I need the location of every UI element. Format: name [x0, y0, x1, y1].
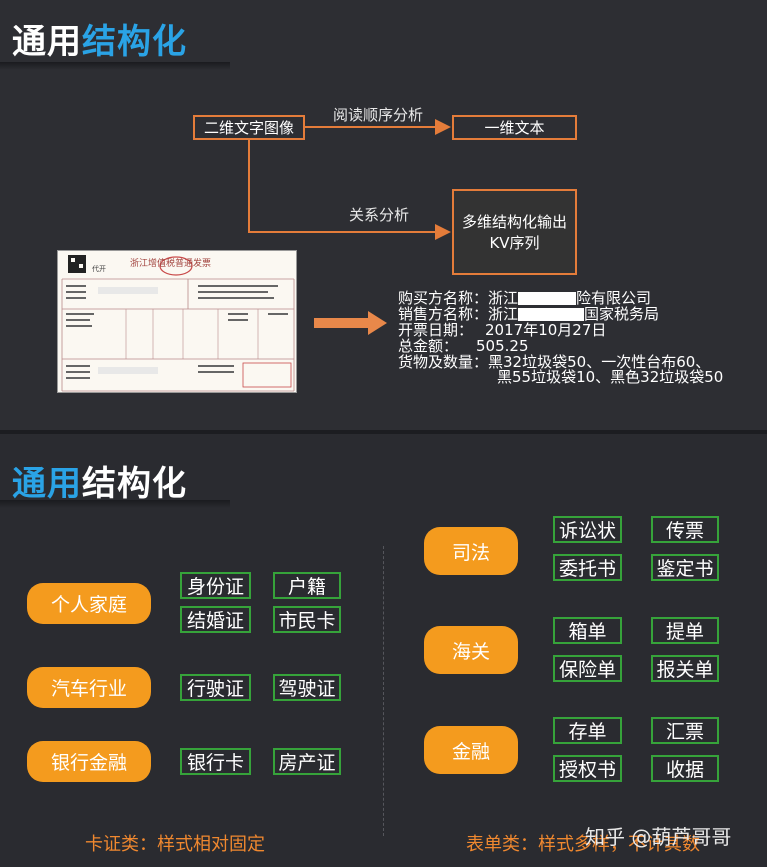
doc-tag: 鉴定书 [651, 554, 719, 581]
doc-tag: 提单 [651, 617, 719, 644]
kv-line: 货物及数量：黑32垃圾袋50、一次性台布60、 [398, 353, 711, 371]
doc-tag: 驾驶证 [273, 674, 341, 701]
invoice-header: 浙江增值税普通发票 [130, 259, 212, 269]
footer-left: 卡证类：样式相对固定 [85, 834, 265, 855]
doc-tag: 箱单 [553, 617, 622, 644]
category-pill: 金融 [424, 726, 518, 774]
redaction [518, 292, 577, 305]
category-pill: 海关 [424, 626, 518, 674]
invoice-image: 浙江增值税普通发票 代开 [57, 250, 297, 393]
category-pill: 汽车行业 [27, 667, 151, 708]
doc-tag: 结婚证 [180, 606, 251, 633]
title-part-blue: 通用 [12, 464, 82, 504]
redaction [518, 308, 585, 321]
column-divider [383, 546, 384, 836]
category-pill: 司法 [424, 527, 518, 575]
arrow-invoice-to-kv [314, 311, 387, 335]
doc-tag: 收据 [651, 755, 719, 782]
invoice-drawing [61, 255, 295, 392]
target-kv-line1: 多维结构化输出 [461, 213, 567, 231]
doc-tag: 市民卡 [273, 606, 341, 633]
slide1-title: 通用结构化 [12, 14, 187, 63]
kv-line: 购买方名称：浙江险有限公司 [398, 289, 652, 307]
target-kv-line2: KV序列 [489, 234, 540, 252]
doc-tag: 房产证 [273, 748, 341, 775]
target-kv-box: 多维结构化输出 KV序列 [452, 189, 577, 275]
title-part-white: 通用 [12, 22, 82, 62]
doc-tag: 诉讼状 [553, 516, 622, 543]
doc-tag: 报关单 [651, 655, 719, 682]
source-box-label: 二维文字图像 [203, 119, 294, 137]
doc-tag: 委托书 [553, 554, 622, 581]
footer-right: 表单类：样式多样，不计其数 [466, 834, 700, 855]
edge-label-reading: 阅读顺序分析 [333, 106, 424, 124]
doc-tag: 保险单 [553, 655, 622, 682]
invoice-copy-label: 代开 [92, 265, 106, 273]
slide2-title: 通用结构化 [12, 456, 187, 505]
kv-line: 总金额：505.25 [398, 337, 529, 355]
doc-tag: 汇票 [651, 717, 719, 744]
flow-arrows [248, 119, 451, 335]
category-pill: 个人家庭 [27, 583, 151, 624]
doc-tag: 身份证 [180, 572, 251, 599]
doc-tag: 银行卡 [180, 748, 251, 775]
title-shadow [0, 62, 230, 70]
title-shadow [0, 500, 230, 508]
edge-label-relation: 关系分析 [349, 206, 410, 224]
kv-line: 黑55垃圾袋10、黑色32垃圾袋50 [497, 368, 724, 386]
slide-divider [0, 430, 767, 434]
kv-line: 销售方名称：浙江国家税务局 [398, 305, 660, 323]
doc-tag: 传票 [651, 516, 719, 543]
target-1d-label: 一维文本 [484, 119, 545, 137]
doc-tag: 存单 [553, 717, 622, 744]
category-pill: 银行金融 [27, 741, 151, 782]
kv-line: 开票日期：2017年10月27日 [398, 321, 607, 339]
title-part-white: 结构化 [82, 464, 187, 504]
doc-tag: 户籍 [273, 572, 341, 599]
doc-tag: 行驶证 [180, 674, 251, 701]
source-image-box: 二维文字图像 [193, 115, 305, 140]
arrow-to-kv [248, 140, 451, 240]
watermark: 知乎 @葫芦哥哥 [585, 825, 732, 849]
slide-structure-flow: 通用结构化 二维文字图像 阅读顺序分析 一维文本 关系分析 多维结构化输出 KV… [0, 0, 767, 430]
title-part-blue: 结构化 [82, 22, 187, 62]
doc-tag: 授权书 [553, 755, 622, 782]
target-1d-box: 一维文本 [452, 115, 577, 140]
